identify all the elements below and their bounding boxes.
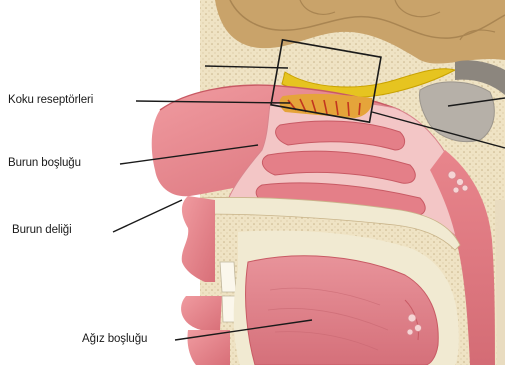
label-oral-cavity: Ağız boşluğu (82, 333, 147, 345)
label-nostril: Burun deliği (12, 224, 72, 236)
leader-nostril (113, 200, 182, 232)
label-nasal-cavity: Burun boşluğu (8, 157, 81, 169)
lower-lip (181, 296, 222, 331)
label-olfactory-receptors: Koku reseptörleri (8, 94, 93, 106)
upper-tooth (220, 262, 236, 292)
upper-lip (182, 196, 215, 282)
